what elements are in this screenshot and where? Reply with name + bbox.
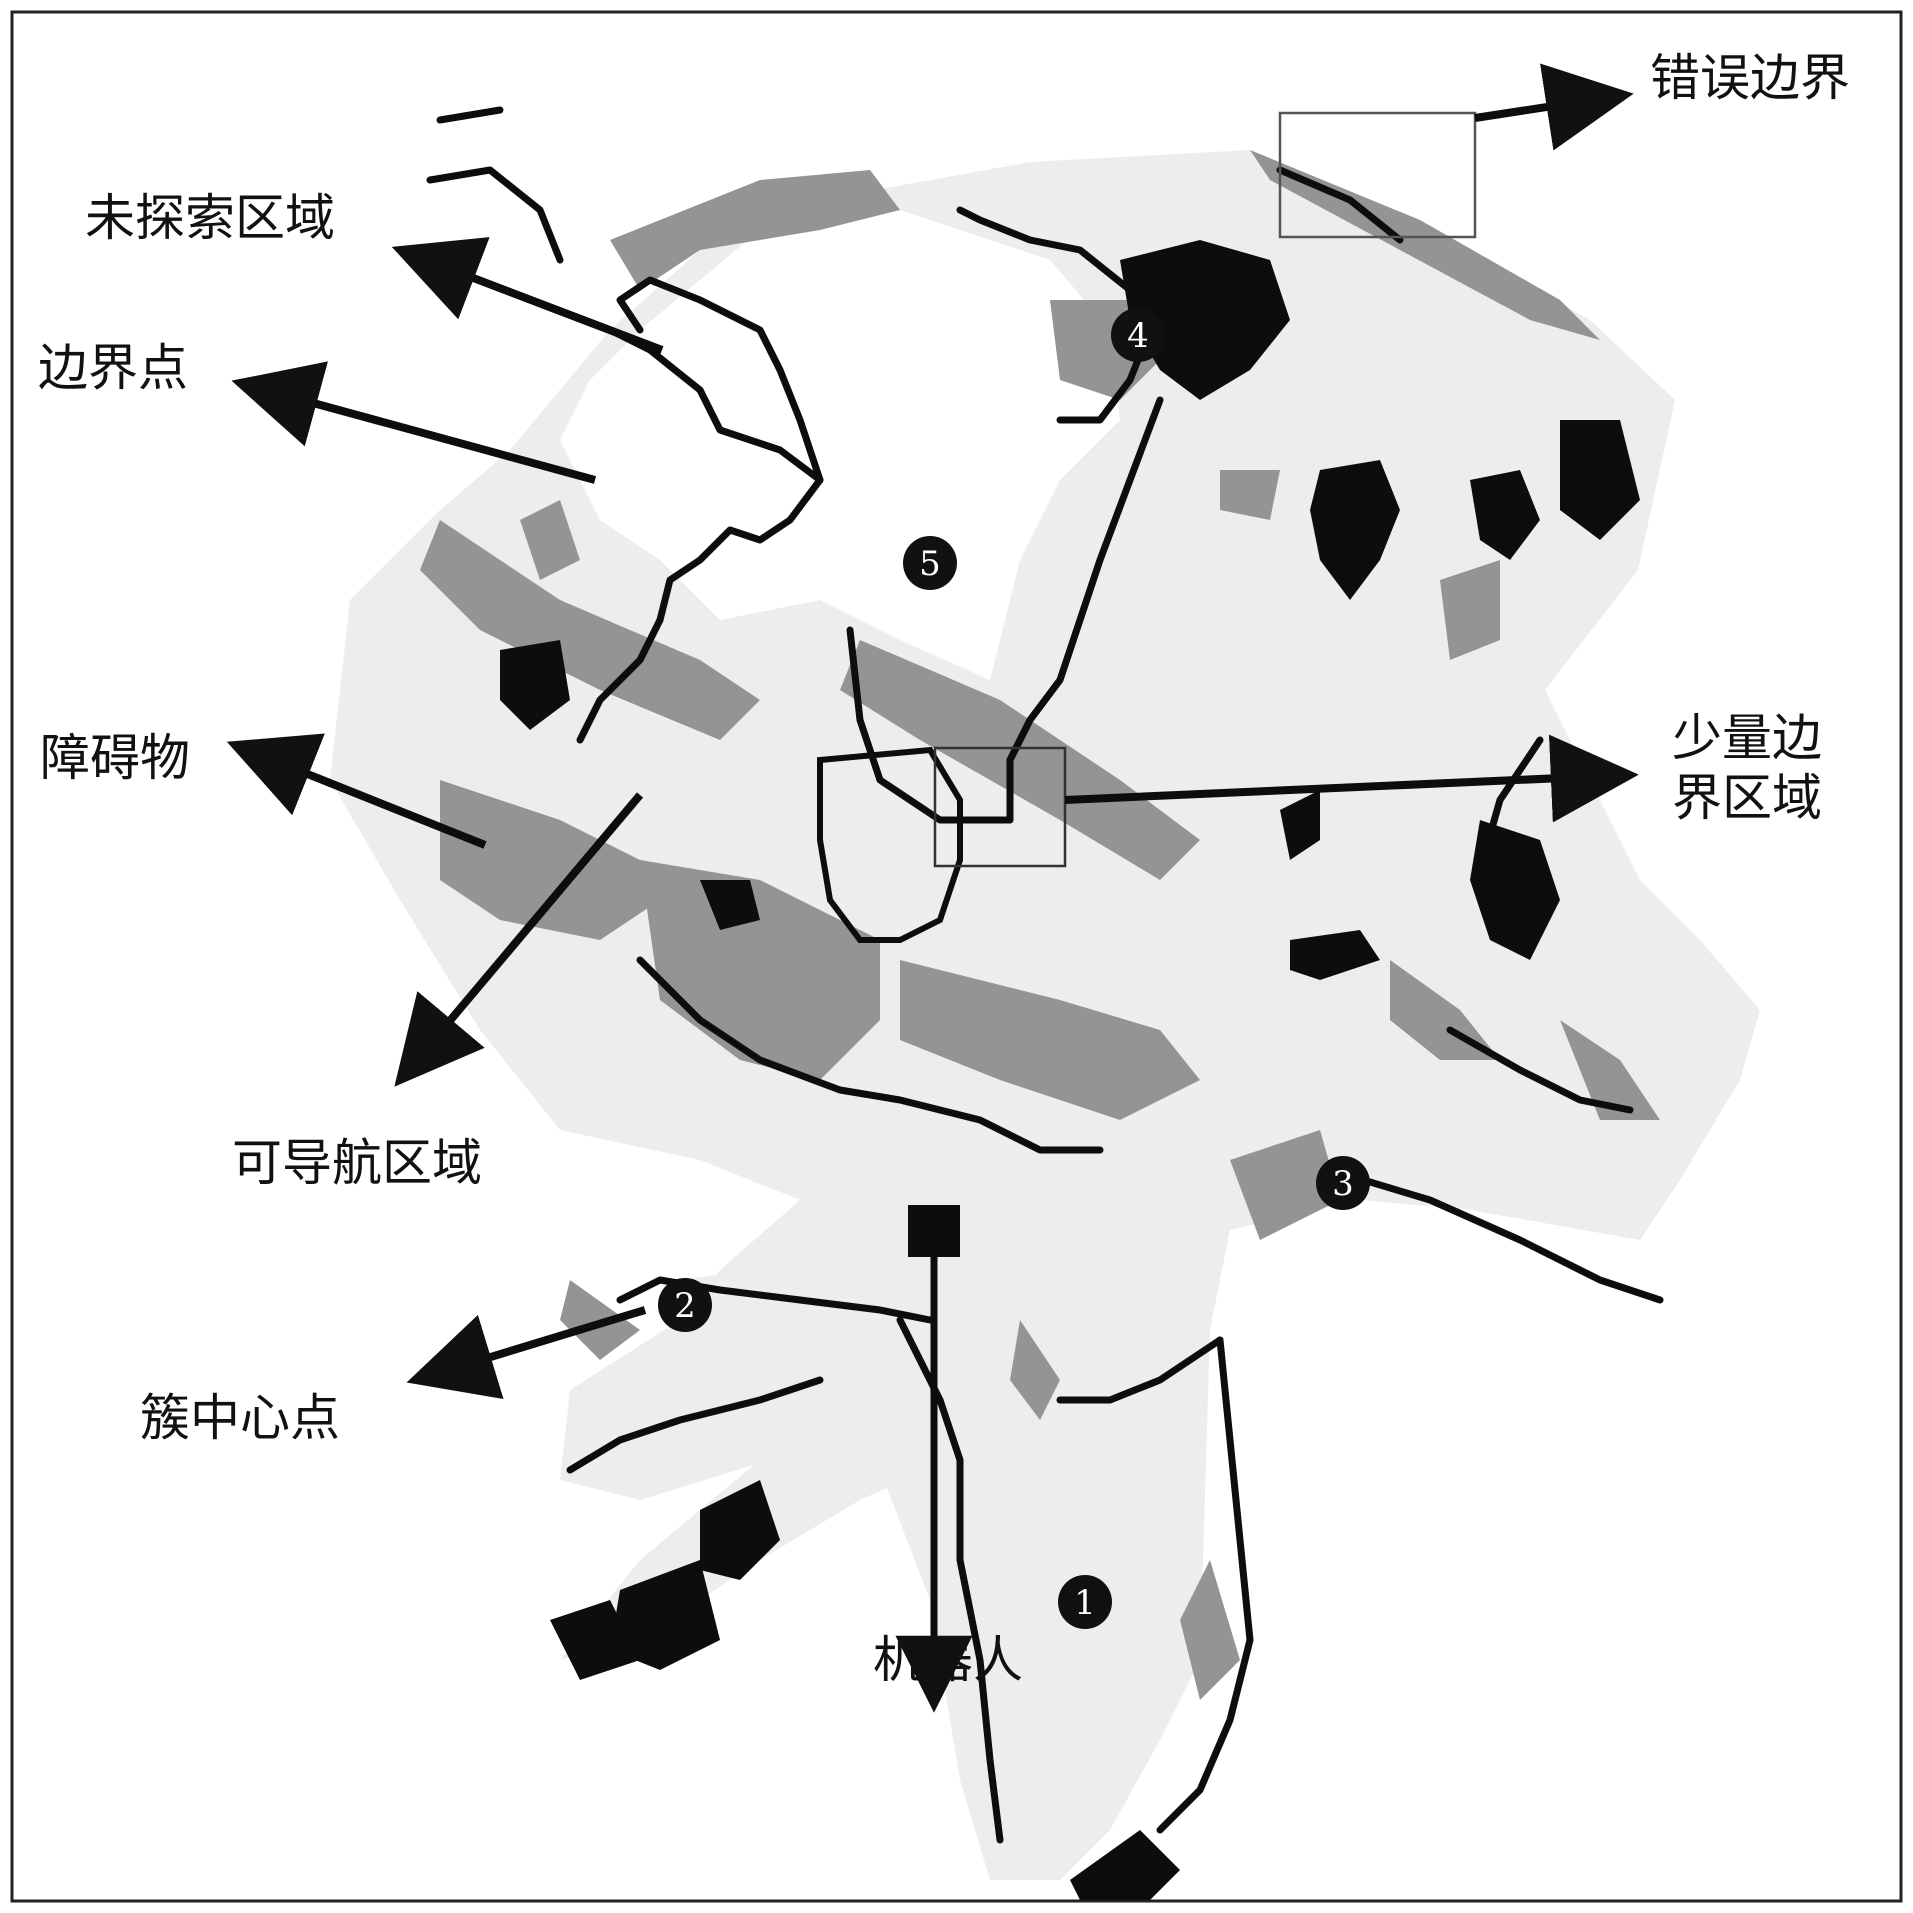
inner-obstacle-outline [817,746,963,943]
label-robot: 机器人 [873,1631,1023,1689]
cluster-center-marker-5: 5 [903,536,957,590]
few-frontier-box [933,746,1067,868]
label-navigable-area: 可导航区域 [232,1134,482,1192]
label-few-frontier-line2: 界区域 [1672,769,1822,827]
svg-text:1: 1 [1074,1583,1096,1623]
navigable-region-left-branch [560,1260,990,1660]
cluster-center-marker-3: 3 [1316,1156,1370,1210]
frontier-boundaries [426,106,1664,1844]
label-unexplored-area: 未探索区域 [85,189,335,247]
arrow-frontier-point [231,361,597,484]
arrow-cluster-center [406,1306,647,1400]
arrow-few-frontier [1064,734,1639,823]
arrow-wrong-frontier [1474,63,1634,151]
label-obstacle: 障碍物 [40,729,190,787]
arrow-obstacle [226,733,487,849]
cluster-center-marker-1: 1 [1058,1575,1112,1629]
wrong-frontier-box [1278,111,1477,239]
cluster-center-marker-2: 2 [658,1278,712,1332]
svg-text:3: 3 [1332,1164,1354,1204]
label-few-frontier-line1: 少量边 [1672,709,1822,767]
arrow-unexplored [391,237,664,354]
cluster-center-marker-4: 4 [1111,308,1165,362]
arrow-navigable [394,792,644,1087]
obstacle-clusters [500,240,1640,1900]
svg-text:4: 4 [1127,316,1149,356]
label-wrong-frontier: 错误边界 [1650,49,1850,107]
cluster-markers: 1 2 3 4 5 [658,308,1370,1629]
label-frontier-point: 边界点 [38,339,188,397]
svg-text:2: 2 [674,1286,696,1326]
callout-arrows [226,63,1639,1400]
figure-frame [10,10,1903,1903]
robot-marker [895,1205,973,1713]
label-cluster-center: 簇中心点 [140,1389,340,1447]
svg-text:5: 5 [919,544,941,584]
